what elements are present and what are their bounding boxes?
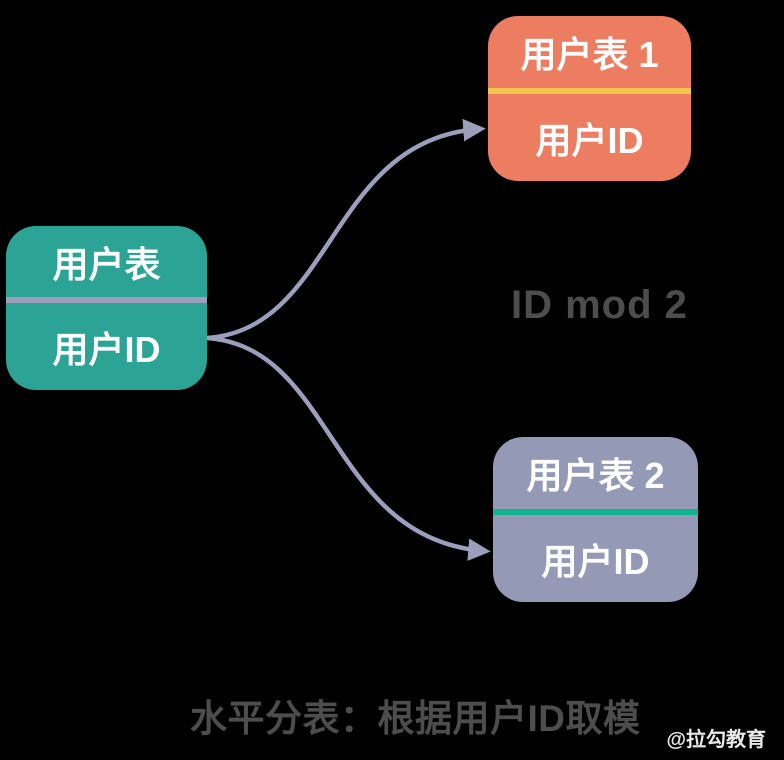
watermark: @拉勾教育 (666, 729, 766, 751)
source-table-divider (6, 297, 207, 303)
shard1-table-box: 用户表 1 用户ID (488, 16, 691, 181)
arrow-to-shard1 (206, 118, 486, 341)
operation-label: ID mod 2 (511, 283, 688, 327)
shard1-table-title: 用户表 1 (520, 34, 659, 75)
shard2-table-field: 用户ID (541, 540, 650, 582)
source-table-title: 用户表 (52, 243, 161, 285)
shard1-table-divider (488, 88, 691, 94)
shard2-table-title: 用户表 2 (526, 455, 665, 496)
source-table-box: 用户表 用户ID (6, 226, 207, 390)
shard2-table-divider (493, 509, 698, 515)
shard2-table-box: 用户表 2 用户ID (493, 437, 698, 602)
caption: 水平分表：根据用户ID取模 (190, 698, 641, 739)
shard1-table-field: 用户ID (535, 119, 644, 161)
arrow-to-shard2 (206, 335, 491, 561)
source-table-field: 用户ID (52, 328, 161, 370)
